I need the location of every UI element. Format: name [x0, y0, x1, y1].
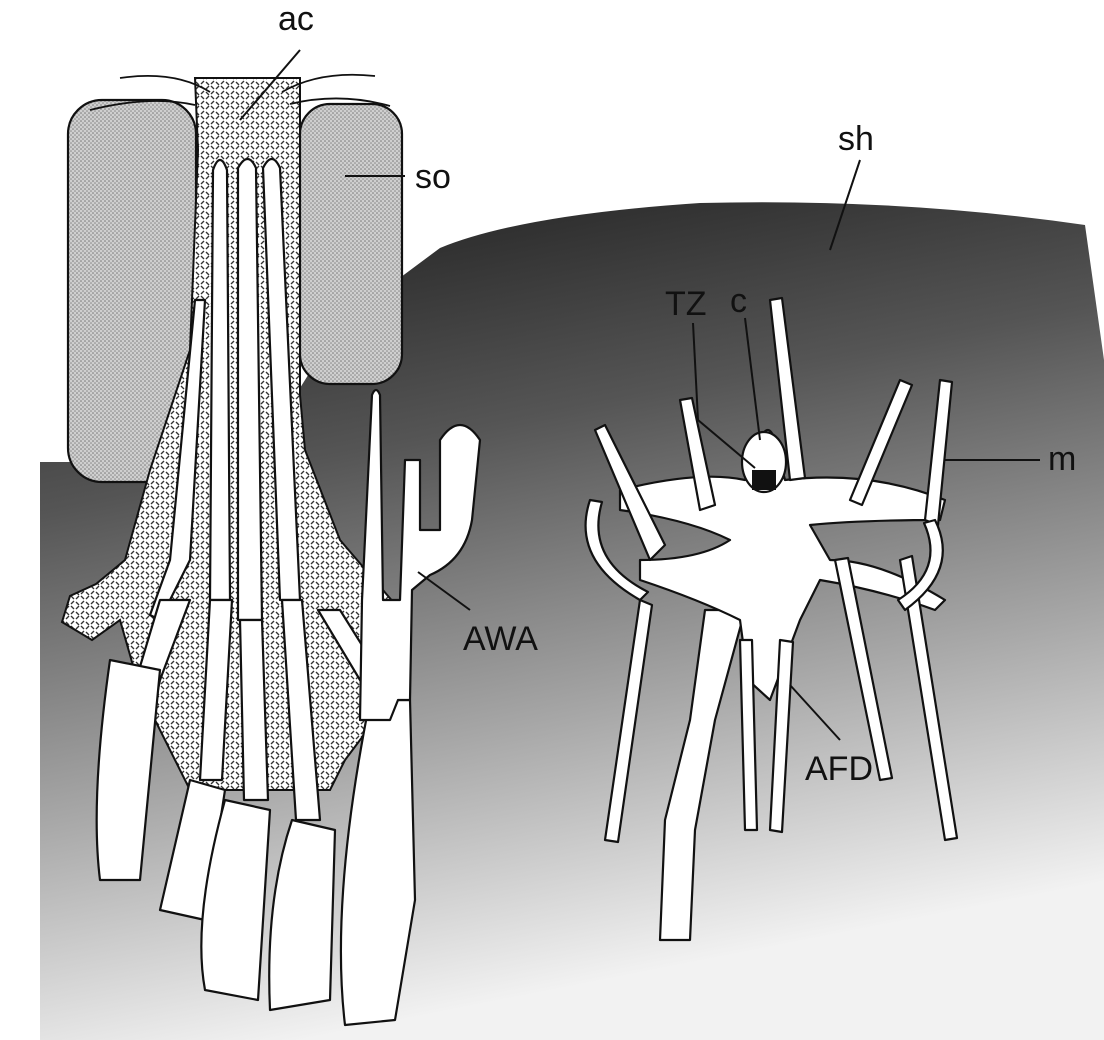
label-afd: AFD [805, 750, 873, 788]
label-ac: ac [278, 0, 314, 38]
label-m: m [1048, 440, 1076, 478]
label-awa: AWA [463, 620, 538, 658]
label-sh: sh [838, 120, 874, 158]
transition-zone [752, 470, 776, 490]
label-tz: TZ [665, 285, 707, 323]
label-c: c [730, 282, 747, 320]
dendrite-3 [240, 620, 268, 800]
socket-cell-right [300, 104, 402, 384]
amphid-cilium-1 [210, 160, 230, 600]
label-so: so [415, 158, 451, 196]
